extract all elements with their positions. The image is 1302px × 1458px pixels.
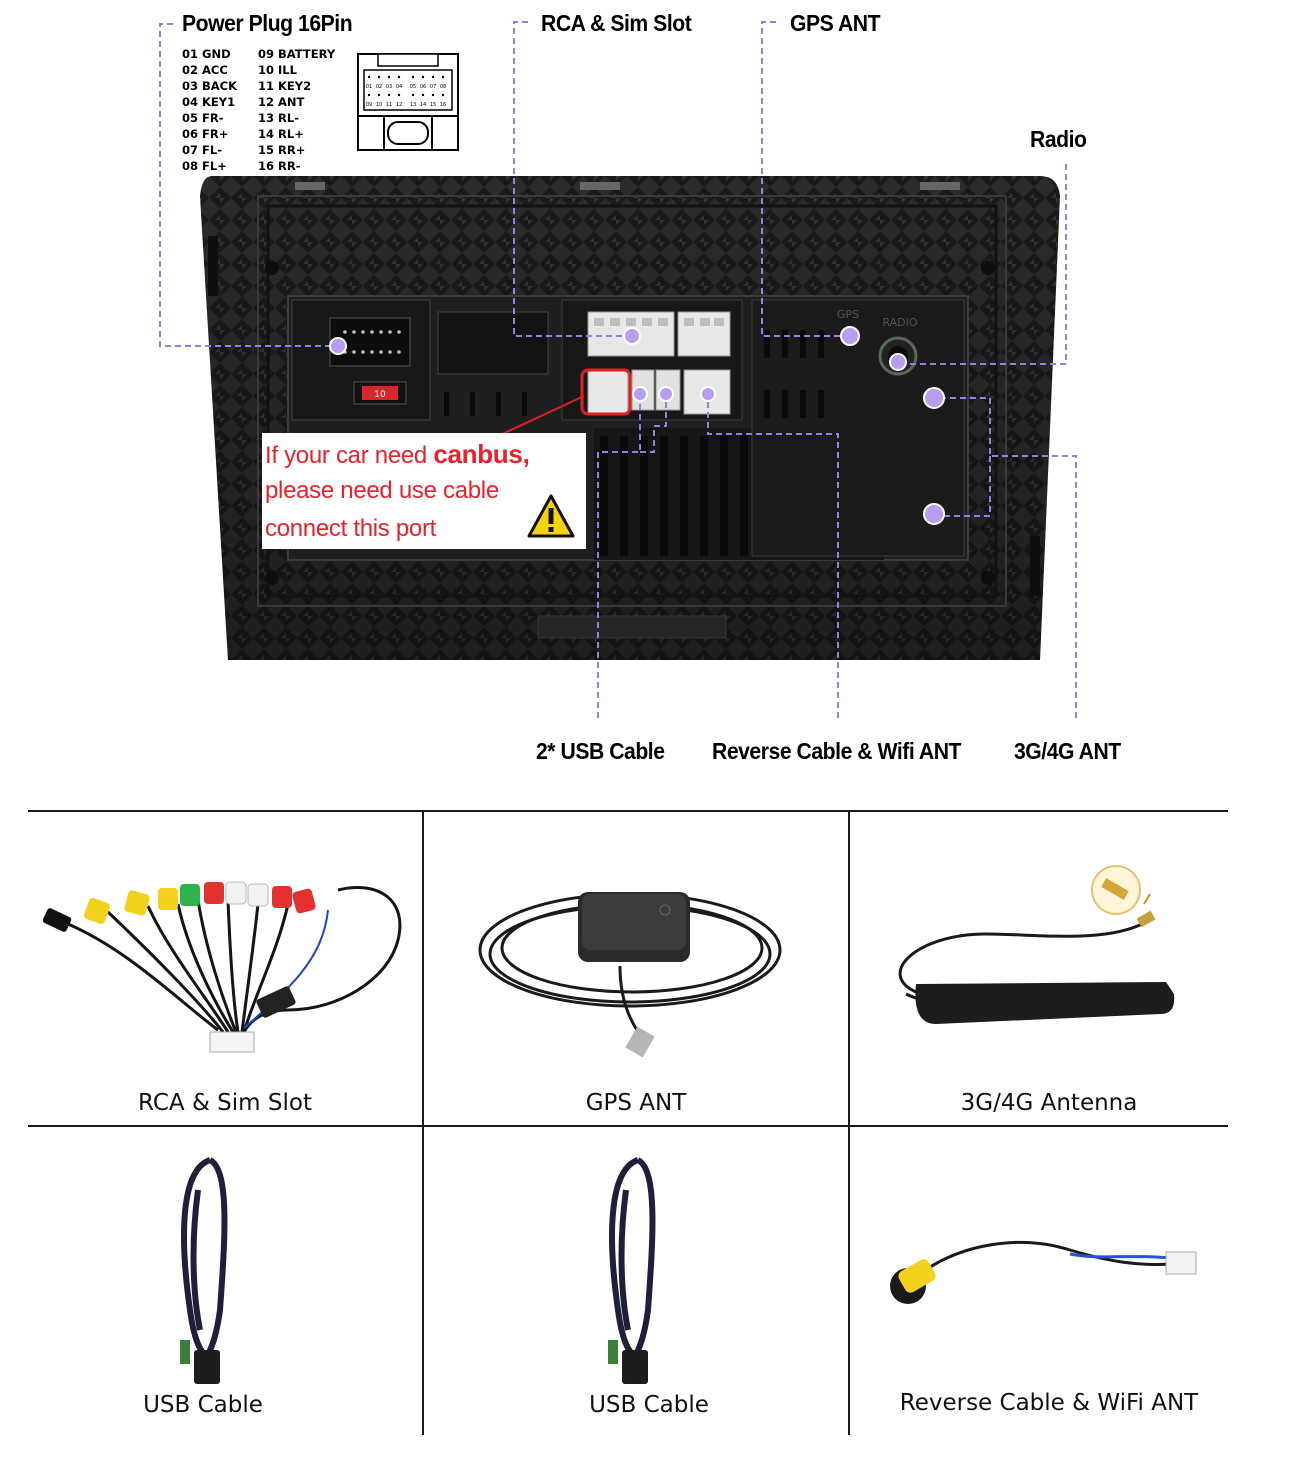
- radio-port-label: RADIO: [882, 316, 917, 329]
- gps-antenna-icon: [478, 892, 782, 1058]
- accessory-caption-usb-2: USB Cable: [589, 1392, 709, 1418]
- usb-cable-label: 2* USB Cable: [536, 738, 665, 764]
- 4g-antenna-icon: [898, 865, 1175, 1024]
- power-plug-label: Power Plug 16Pin: [182, 10, 353, 36]
- connector-pin-number: 10: [376, 102, 382, 108]
- accessory-caption-reverse: Reverse Cable & WiFi ANT: [899, 1390, 1199, 1416]
- radio-label: Radio: [1030, 126, 1087, 152]
- accessory-caption-usb-1: USB Cable: [143, 1392, 263, 1418]
- connector-pin-number: 06: [420, 84, 426, 90]
- connector-pin-number: 09: [366, 102, 372, 108]
- pin-label: 11 KEY2: [258, 79, 312, 93]
- connector-pin-number: 08: [440, 84, 446, 90]
- callout-lines: [159, 21, 1077, 718]
- pin-label: 02 ACC: [182, 63, 228, 77]
- pin-label: 04 KEY1: [182, 95, 236, 109]
- accessory-caption-4g: 3G/4G Antenna: [960, 1090, 1138, 1116]
- connector-pin-number: 05: [410, 84, 416, 90]
- canbus-warning-box: If your car need canbus, please need use…: [262, 433, 586, 549]
- connector-pin-number: 11: [386, 102, 392, 108]
- ant-3g4g-label: 3G/4G ANT: [1014, 738, 1121, 764]
- rca-plugs: [42, 881, 316, 932]
- connector-pin-number: 12: [396, 102, 402, 108]
- warning-triangle-icon: [527, 494, 575, 538]
- pin-list-left: 01 GND 02 ACC 03 BACK 04 KEY1 05 FR- 06 FR+ 07…: [182, 46, 237, 174]
- pin-label: 14 RL+: [258, 127, 304, 141]
- gps-ant-label: GPS ANT: [790, 10, 881, 36]
- pin-label: 05 FR-: [182, 111, 224, 125]
- callout-dots: [329, 326, 945, 525]
- pin-label: 08 FL+: [182, 159, 227, 173]
- connector-pin-number: 14: [420, 102, 426, 108]
- pin-label: 13 RL-: [258, 111, 299, 125]
- pin-connector-diagram: 01 02 03 04 05 06 07 08 09 10 11 12 13 14 15 16: [357, 53, 459, 151]
- pin-label: 07 FL-: [182, 143, 222, 157]
- warning-line-2: please need use cable: [265, 477, 499, 504]
- connector-pin-number: 03: [386, 84, 392, 90]
- grid-divider-2: [848, 810, 850, 1435]
- connector-pin-number: 15: [430, 102, 436, 108]
- connector-pin-number: 02: [376, 84, 382, 90]
- accessory-caption-rca: RCA & Sim Slot: [138, 1090, 312, 1116]
- warning-line-3: connect this port: [265, 515, 436, 542]
- connector-pin-number: 13: [410, 102, 416, 108]
- rca-cable-icon: [42, 881, 402, 1053]
- warning-canbus-word: canbus: [433, 439, 523, 469]
- rca-sim-label: RCA & Sim Slot: [541, 10, 692, 36]
- pin-label: 10 ILL: [258, 63, 297, 77]
- usb-cable-icon: [608, 1157, 656, 1384]
- connector-pin-number: 01: [366, 84, 372, 90]
- gps-port-label: GPS: [837, 308, 859, 321]
- fuse-label: 10: [374, 390, 386, 400]
- grid-top-border: [28, 810, 1228, 812]
- connector-pin-number: 07: [430, 84, 436, 90]
- accessory-caption-gps: GPS ANT: [585, 1090, 687, 1116]
- pin-label: 16 RR-: [258, 159, 301, 173]
- pin-label: 06 FR+: [182, 127, 229, 141]
- pin-label: 01 GND: [182, 47, 231, 61]
- pin-label: 12 ANT: [258, 95, 305, 109]
- connector-pin-number: 16: [440, 102, 446, 108]
- warning-line-1-prefix: If your car need: [265, 442, 434, 469]
- warning-line-1: If your car need canbus,: [265, 439, 530, 470]
- canbus-port-highlight: [580, 368, 632, 416]
- grid-divider-1: [422, 810, 424, 1435]
- warning-comma: ,: [522, 439, 530, 469]
- reverse-wifi-label: Reverse Cable & Wifi ANT: [712, 738, 962, 764]
- pin-label: 03 BACK: [182, 79, 238, 93]
- pin-list-right: 09 BATTERY 10 ILL 11 KEY2 12 ANT 13 RL- 14 RL…: [258, 46, 335, 174]
- canbus-pointer: [497, 395, 585, 437]
- pin-label: 15 RR+: [258, 143, 306, 157]
- usb-cable-icon: [180, 1157, 228, 1384]
- reverse-cable-icon: [890, 1240, 1197, 1304]
- connector-pin-number: 04: [396, 84, 402, 90]
- grid-middle-border: [28, 1125, 1228, 1127]
- pin-label: 09 BATTERY: [258, 47, 336, 61]
